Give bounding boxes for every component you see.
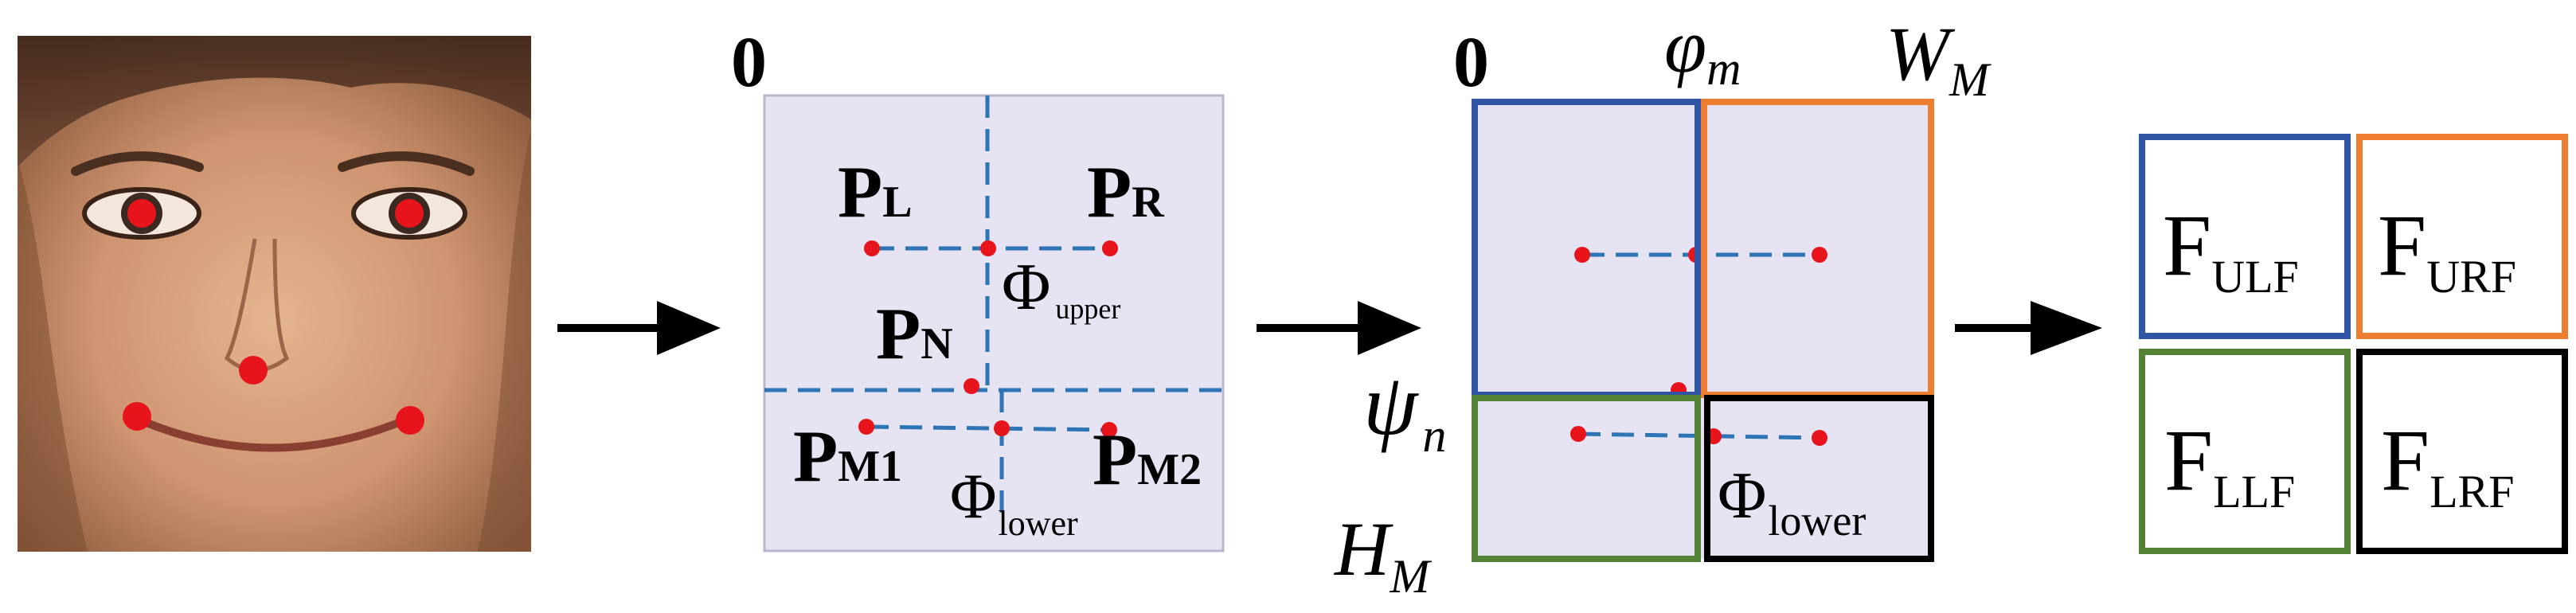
panel2-origin-label: 0 — [731, 23, 767, 102]
P_M1-dot — [858, 419, 874, 435]
W-M-label: WM — [1886, 11, 1992, 106]
lower-right-dot — [1812, 430, 1827, 446]
lower-left-dot — [1570, 426, 1586, 442]
face-cheek-shadow-right — [478, 127, 531, 552]
right-eyebrow — [338, 151, 475, 176]
output-panel: FULF FURF FLLF FLRF — [2139, 134, 2568, 554]
upper-right-dot — [1812, 247, 1827, 263]
mouth — [131, 414, 414, 452]
F-LRF-label: FLRF — [2381, 412, 2515, 517]
phi-upper-dot — [980, 240, 996, 256]
landmark-left-eye-dot — [127, 199, 156, 228]
phi-m-label: φm — [1664, 3, 1741, 95]
P_M2-dot — [1101, 422, 1117, 438]
P_N-label: PN — [876, 293, 953, 374]
P_L-label: PL — [838, 151, 913, 232]
F-URF-label: FURF — [2378, 197, 2516, 303]
arrow-3 — [1955, 301, 2102, 355]
lower-right-region-box — [1704, 395, 1934, 562]
phi-lower-dot — [994, 420, 1010, 436]
F-LLF-box — [2139, 349, 2351, 554]
F-ULF-label: FULF — [2163, 197, 2299, 303]
P_M2-label: PM2 — [1093, 419, 1202, 500]
F-LLF-label: FLLF — [2164, 412, 2295, 517]
left-eyebrow — [71, 151, 204, 176]
phi-lower-label-panel3: Φlower — [1718, 459, 1866, 545]
arrow-1 — [557, 301, 721, 355]
panel3-origin-label: 0 — [1453, 23, 1489, 102]
F-LRF-box — [2356, 349, 2568, 554]
lower-left-region-box — [1472, 395, 1701, 562]
landmark-mouth-left-dot — [123, 402, 151, 431]
landmark-right-eye-dot — [395, 199, 424, 228]
arrow-2 — [1257, 301, 1421, 355]
F-ULF-box — [2139, 134, 2351, 339]
landmark-mouth-right-dot — [396, 406, 424, 435]
F-URF-box — [2356, 134, 2568, 339]
P_L-dot — [864, 240, 880, 256]
face-photo-panel — [18, 36, 531, 552]
mouth-line-dashed — [866, 424, 1110, 432]
P_R-dot — [1102, 240, 1118, 256]
H-M-label: HM — [1333, 506, 1432, 603]
landmark-panel-box — [763, 94, 1225, 552]
P_N-dot — [964, 378, 979, 394]
face-cheek-shadow-left — [18, 159, 88, 552]
upper-left-dot — [1574, 247, 1590, 263]
phi-lower-label-panel2: Φlower — [950, 462, 1078, 543]
P_M1-label: PM1 — [793, 416, 902, 497]
landmark-nose-dot — [239, 356, 268, 385]
face-hair — [18, 36, 531, 167]
P_R-label: PR — [1087, 151, 1164, 232]
